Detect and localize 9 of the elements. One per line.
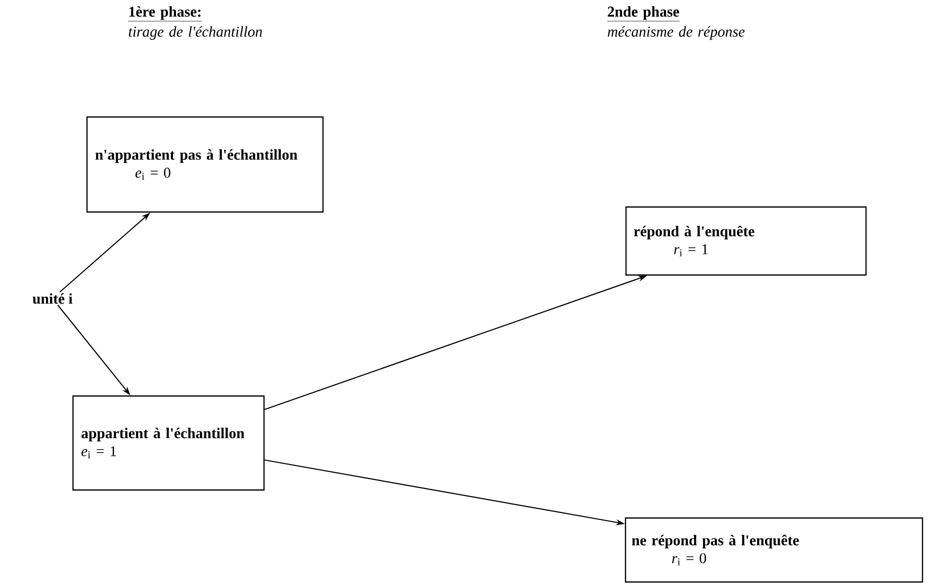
statement-box: répond à l'enquête r$_{i}$ = 1	[625, 206, 867, 276]
unit-label: unité i	[32, 293, 72, 304]
phase-description: mécanisme de réponse	[608, 26, 745, 40]
statement-box: ne répond pas à l'enquête r$_{i}$ = 0	[624, 517, 924, 583]
phase-heading: 2nde phase	[607, 6, 680, 22]
statement-box: n'appartient pas à l'échantillon e$_{i}$ = 0	[86, 116, 324, 213]
statement-box: appartient à l'échantillon e$_{i}$ = 1	[72, 395, 265, 491]
phase-heading: 1ère phase:	[128, 6, 202, 22]
phase-description: tirage de l'échantillon	[128, 26, 262, 40]
